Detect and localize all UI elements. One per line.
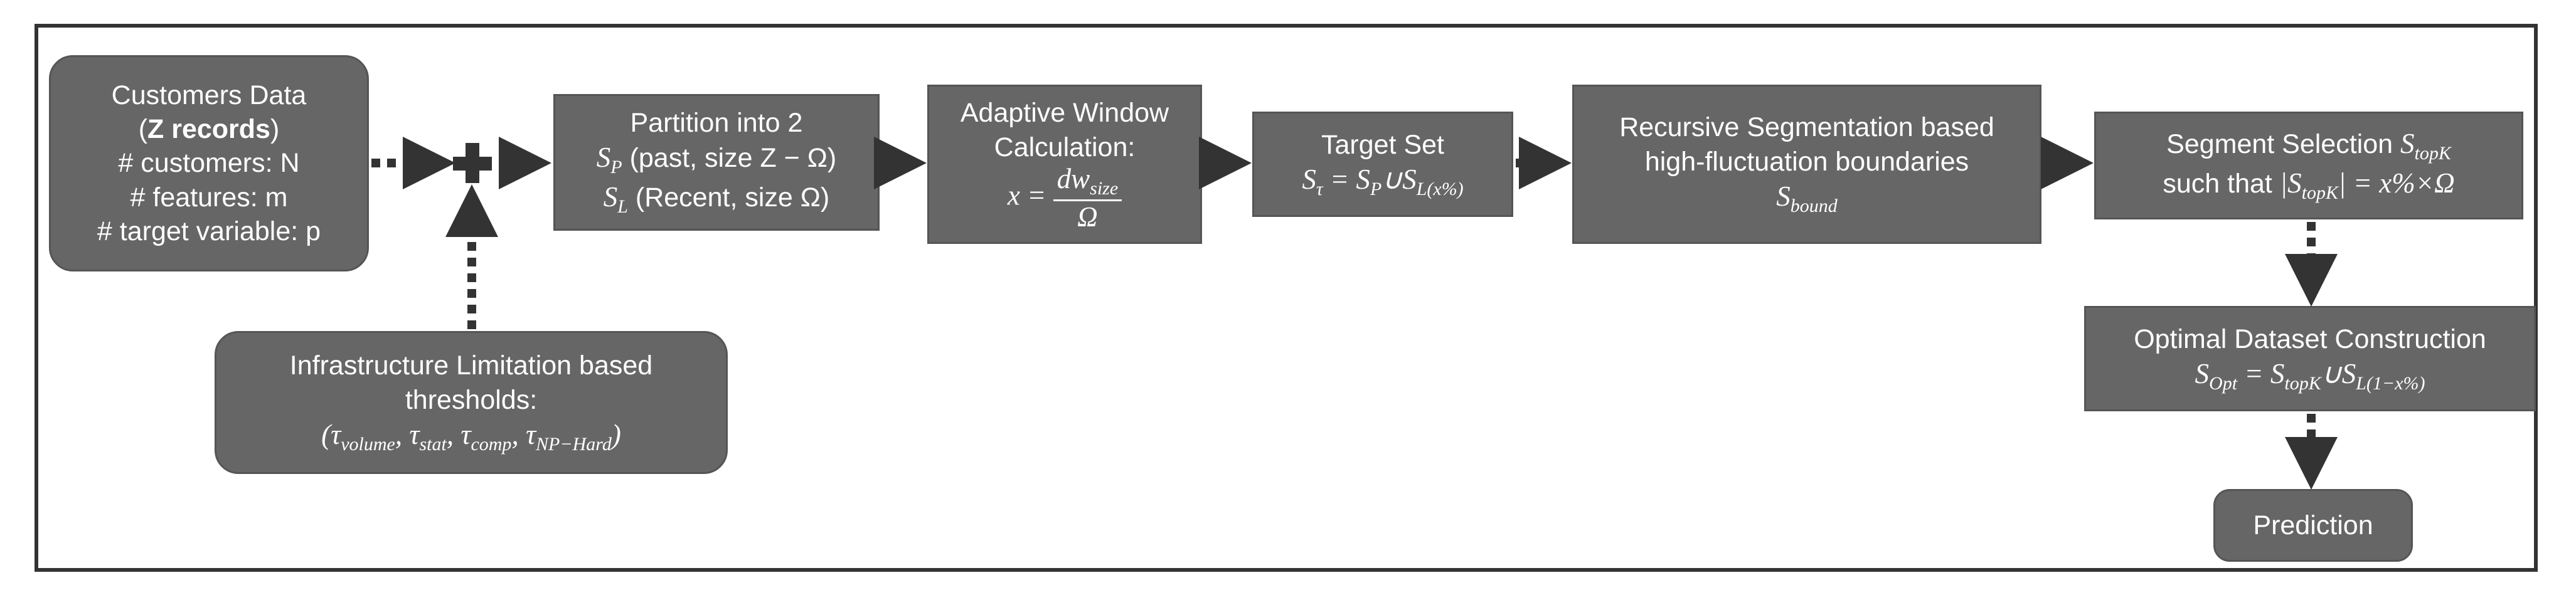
optimal-title: Optimal Dataset Construction: [2134, 324, 2486, 354]
window-line-2: Calculation:: [994, 132, 1136, 162]
infra-line-1: Infrastructure Limitation based: [289, 350, 653, 381]
target-title: Target Set: [1321, 129, 1444, 160]
optimal-dataset-box: Optimal Dataset Construction SOpt = Stop…: [2084, 306, 2536, 411]
infra-thresholds: (τvolume, τstat, τcomp, τNP−Hard): [321, 418, 621, 455]
optimal-formula: SOpt = StopK∪SL(1−x%): [2195, 357, 2425, 394]
selection-line-2: such that |StopK| = x%×Ω: [2163, 167, 2455, 203]
window-line-1: Adaptive Window: [960, 98, 1169, 129]
segment-selection-box: Segment Selection StopK such that |StopK…: [2094, 112, 2523, 219]
infra-line-2: thresholds:: [405, 384, 538, 415]
customers-count: # customers: N: [118, 148, 300, 179]
partition-title: Partition into 2: [630, 108, 803, 139]
recursive-line-2: high-fluctuation boundaries: [1644, 146, 1969, 177]
recursive-line-1: Recursive Segmentation based: [1619, 112, 1994, 143]
customers-features: # features: m: [130, 182, 288, 213]
customers-title: Customers Data: [111, 80, 307, 111]
partition-box: Partition into 2 SP (past, size Z − Ω) S…: [553, 94, 880, 231]
target-set-box: Target Set Sτ = SP∪SL(x%): [1252, 112, 1513, 217]
prediction-box: Prediction: [2213, 489, 2413, 562]
customers-target-variable: # target variable: p: [97, 216, 321, 246]
customers-records: Z records: [147, 114, 270, 145]
plus-icon: [453, 143, 492, 183]
customers-data-box: Customers Data (Z records) # customers: …: [49, 55, 369, 271]
infrastructure-limitation-box: Infrastructure Limitation based threshol…: [215, 331, 728, 474]
recursive-segmentation-box: Recursive Segmentation based high-fluctu…: [1572, 85, 2041, 244]
selection-line-1: Segment Selection StopK: [2166, 128, 2451, 164]
partition-past: SP (past, size Z − Ω): [596, 142, 837, 178]
partition-recent: SL (Recent, size Ω): [603, 181, 830, 218]
prediction-label: Prediction: [2253, 510, 2373, 540]
target-formula: Sτ = SP∪SL(x%): [1302, 163, 1464, 199]
recursive-bound: Sbound: [1776, 180, 1838, 216]
